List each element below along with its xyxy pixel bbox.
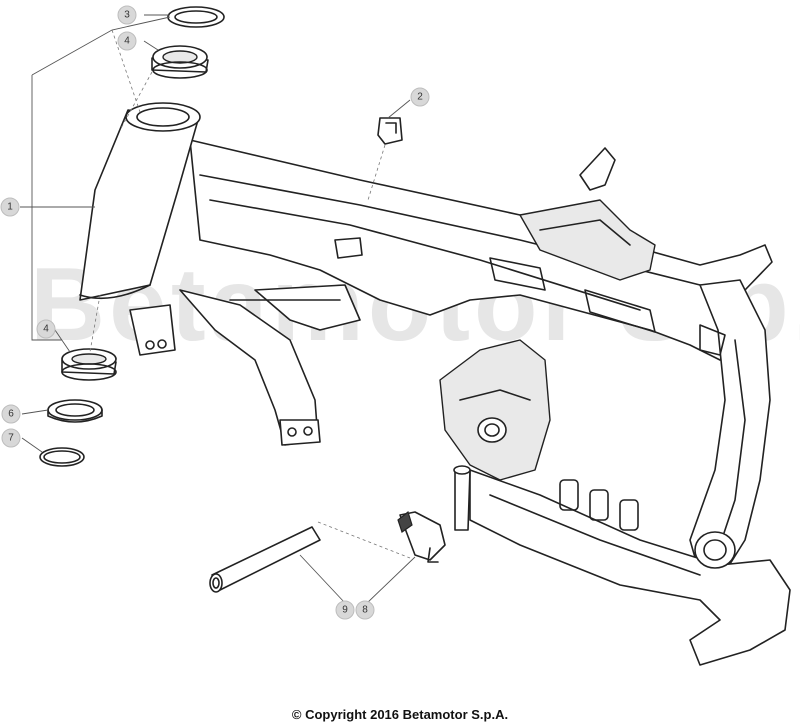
callout-4-lower: 4 xyxy=(36,319,56,339)
frame-part xyxy=(129,139,791,666)
fitting-part-8 xyxy=(397,465,471,563)
o-ring-7 xyxy=(39,447,85,467)
seal-6 xyxy=(47,399,103,423)
callout-7: 7 xyxy=(1,428,21,448)
svg-text:7: 7 xyxy=(8,433,14,444)
frame-exploded-diagram: Betamotor S.p.A xyxy=(0,5,800,666)
svg-text:6: 6 xyxy=(8,409,14,420)
bracket-part-2 xyxy=(334,117,403,259)
svg-text:8: 8 xyxy=(362,605,368,616)
callout-8: 8 xyxy=(355,600,375,620)
callout-4-upper: 4 xyxy=(117,31,137,51)
callout-3: 3 xyxy=(117,5,137,25)
callout-2: 2 xyxy=(410,87,430,107)
svg-text:4: 4 xyxy=(43,324,49,335)
svg-text:3: 3 xyxy=(124,10,130,21)
steering-head-tube xyxy=(79,102,201,301)
callout-6: 6 xyxy=(1,404,21,424)
seal-ring-3 xyxy=(167,6,225,28)
svg-text:9: 9 xyxy=(342,605,348,616)
lower-bearing-4 xyxy=(61,348,117,381)
copyright-notice: © Copyright 2016 Betamotor S.p.A. xyxy=(291,707,509,722)
callout-1: 1 xyxy=(0,197,20,217)
svg-text:1: 1 xyxy=(7,202,13,213)
callout-9: 9 xyxy=(335,600,355,620)
upper-bearing-4 xyxy=(151,45,209,79)
svg-text:4: 4 xyxy=(124,36,130,47)
svg-text:2: 2 xyxy=(417,92,423,103)
tube-part-9 xyxy=(209,526,321,593)
leader-lines xyxy=(20,14,416,606)
